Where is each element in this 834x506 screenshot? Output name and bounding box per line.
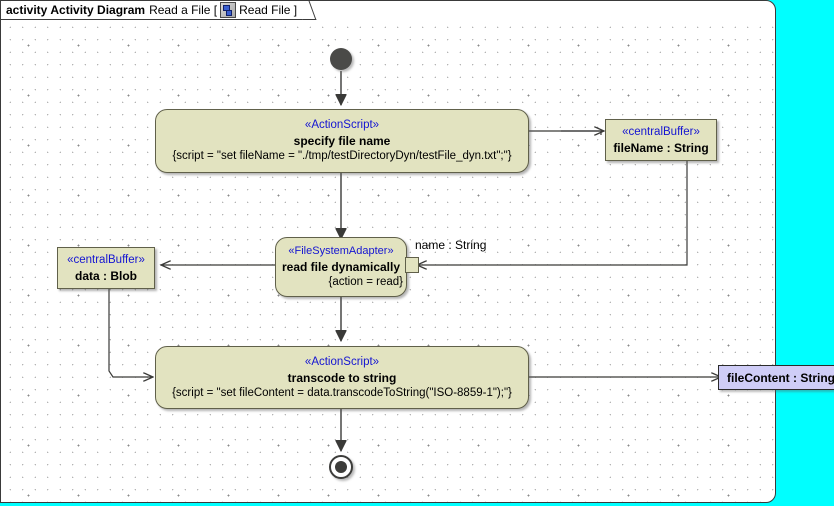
action-name: read file dynamically xyxy=(281,260,401,274)
header-tag: Read File ] xyxy=(239,3,298,17)
activity-diagram-icon xyxy=(220,2,237,18)
central-buffer-filename[interactable]: «centralBuffer» fileName : String xyxy=(605,119,717,161)
stereotype-label: «ActionScript» xyxy=(304,119,380,131)
diagram-header[interactable]: activity Activity Diagram Read a File [ … xyxy=(1,1,306,20)
action-name: transcode to string xyxy=(287,370,397,385)
activity-final-node[interactable] xyxy=(329,455,353,479)
buffer-name: fileName : String xyxy=(613,140,709,155)
stereotype-label: «ActionScript» xyxy=(304,355,380,368)
initial-node[interactable] xyxy=(330,48,352,70)
action-specify-file-name[interactable]: «ActionScript» specify file name {script… xyxy=(155,109,529,173)
action-constraint: {action = read} xyxy=(328,276,404,288)
action-script: {script = "set fileContent = data.transc… xyxy=(172,386,512,399)
object-node-filecontent[interactable]: fileContent : String xyxy=(718,365,834,390)
flow-filename-buffer-to-readfile xyxy=(417,161,688,265)
central-buffer-data[interactable]: «centralBuffer» data : Blob xyxy=(57,247,155,289)
stereotype-label: «FileSystemAdapter» xyxy=(288,245,394,257)
header-name: Read a File [ xyxy=(149,3,218,17)
object-node-label: fileContent : String xyxy=(727,370,834,385)
action-transcode-to-string[interactable]: «ActionScript» transcode to string {scri… xyxy=(155,346,529,409)
diagram-frame: activity Activity Diagram Read a File [ … xyxy=(0,0,776,503)
input-pin-label: name : String xyxy=(415,238,487,252)
action-script: {script = "set fileName = "./tmp/testDir… xyxy=(172,150,512,162)
action-read-file-dynamically[interactable]: «FileSystemAdapter» read file dynamicall… xyxy=(275,237,407,297)
input-pin-name[interactable] xyxy=(405,257,419,273)
connector-layer xyxy=(108,71,776,503)
flow-data-buffer-to-transcode xyxy=(108,289,153,377)
stereotype-label: «centralBuffer» xyxy=(622,125,700,138)
action-name: specify file name xyxy=(293,134,391,148)
header-type: Activity Diagram xyxy=(50,3,146,17)
final-node-core xyxy=(335,461,347,473)
header-keyword: activity xyxy=(6,3,48,17)
stereotype-label: «centralBuffer» xyxy=(67,253,145,266)
buffer-name: data : Blob xyxy=(75,268,137,283)
